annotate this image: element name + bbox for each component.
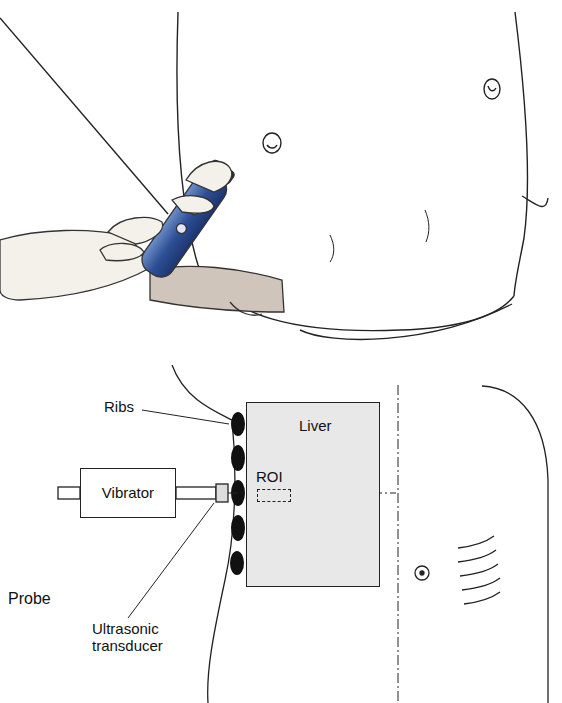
part-label-box: Ultrasonic transducer <box>92 620 192 655</box>
axis-line <box>228 385 398 703</box>
part-label: Probe <box>8 590 51 608</box>
node-label: Liver <box>299 417 332 434</box>
part-label-box: Ribs <box>104 398 134 415</box>
operator-hands <box>0 157 284 316</box>
part-label: Ribs <box>104 398 134 415</box>
patient-sketch <box>0 12 548 339</box>
part-label: Ultrasonic transducer <box>92 620 192 655</box>
liver-region: LiverROI <box>246 402 380 587</box>
body-outline <box>172 365 548 703</box>
node-label: ROI <box>256 468 283 485</box>
part-label-box: Probe <box>8 590 51 608</box>
roi-box: ROI <box>257 489 291 502</box>
vibrator-box: Vibrator <box>80 468 176 518</box>
node-label: Vibrator <box>102 484 154 501</box>
